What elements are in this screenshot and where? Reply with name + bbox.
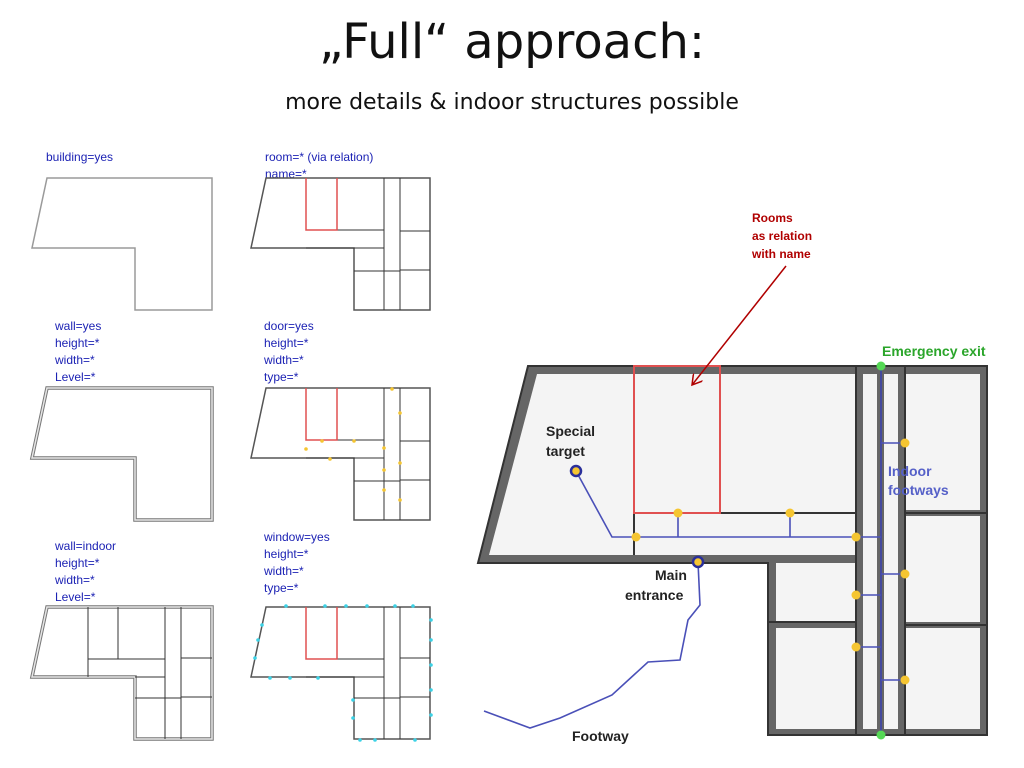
indoor-footways-label-line2: footways	[888, 482, 949, 498]
building-outline-panel	[31, 177, 213, 311]
main-entrance-label-line2: entrance	[625, 587, 684, 603]
main-entrance-label-line1: Main	[655, 567, 687, 583]
rooms-annotation-arrow	[692, 265, 787, 385]
main-entrance-marker	[691, 555, 705, 569]
emergency-exit-node-top	[876, 361, 886, 371]
window-markers	[253, 604, 433, 742]
room-panel	[250, 177, 431, 311]
emergency-exit-node-bottom	[876, 730, 886, 740]
footway-label: Footway	[572, 728, 629, 744]
door-panel	[250, 387, 431, 521]
wall-indoor-tag-label: wall=indoor height=* width=* Level=*	[55, 539, 117, 604]
emergency-exit-label: Emergency exit	[882, 343, 986, 359]
window-panel	[250, 604, 433, 742]
wall-panel	[29, 386, 214, 522]
indoor-footways-label-line1: Indoor	[888, 463, 932, 479]
slide-subtitle: more details & indoor structures possibl…	[285, 90, 739, 115]
rooms-note-line1: Rooms	[752, 211, 793, 225]
building-tag-label: building=yes	[46, 150, 114, 164]
special-target-label-line1: Special	[546, 423, 595, 439]
rooms-note-line2: as relation	[752, 229, 812, 243]
special-target-marker	[569, 464, 583, 478]
wall-indoor-panel	[29, 605, 214, 741]
outdoor-footway-path	[483, 561, 701, 729]
door-markers	[304, 387, 402, 502]
wall-tag-label: wall=yes height=* width=* Level=*	[55, 319, 102, 384]
special-target-label-line2: target	[546, 443, 585, 459]
rooms-note-line3: with name	[751, 247, 811, 261]
door-tag-label: door=yes height=* width=* type=*	[264, 319, 314, 384]
footway-nodes	[631, 438, 910, 685]
slide-title: „Full“ approach:	[318, 14, 706, 70]
window-tag-label: window=yes height=* width=* type=*	[264, 530, 330, 595]
detailed-floor-plan	[476, 365, 988, 736]
